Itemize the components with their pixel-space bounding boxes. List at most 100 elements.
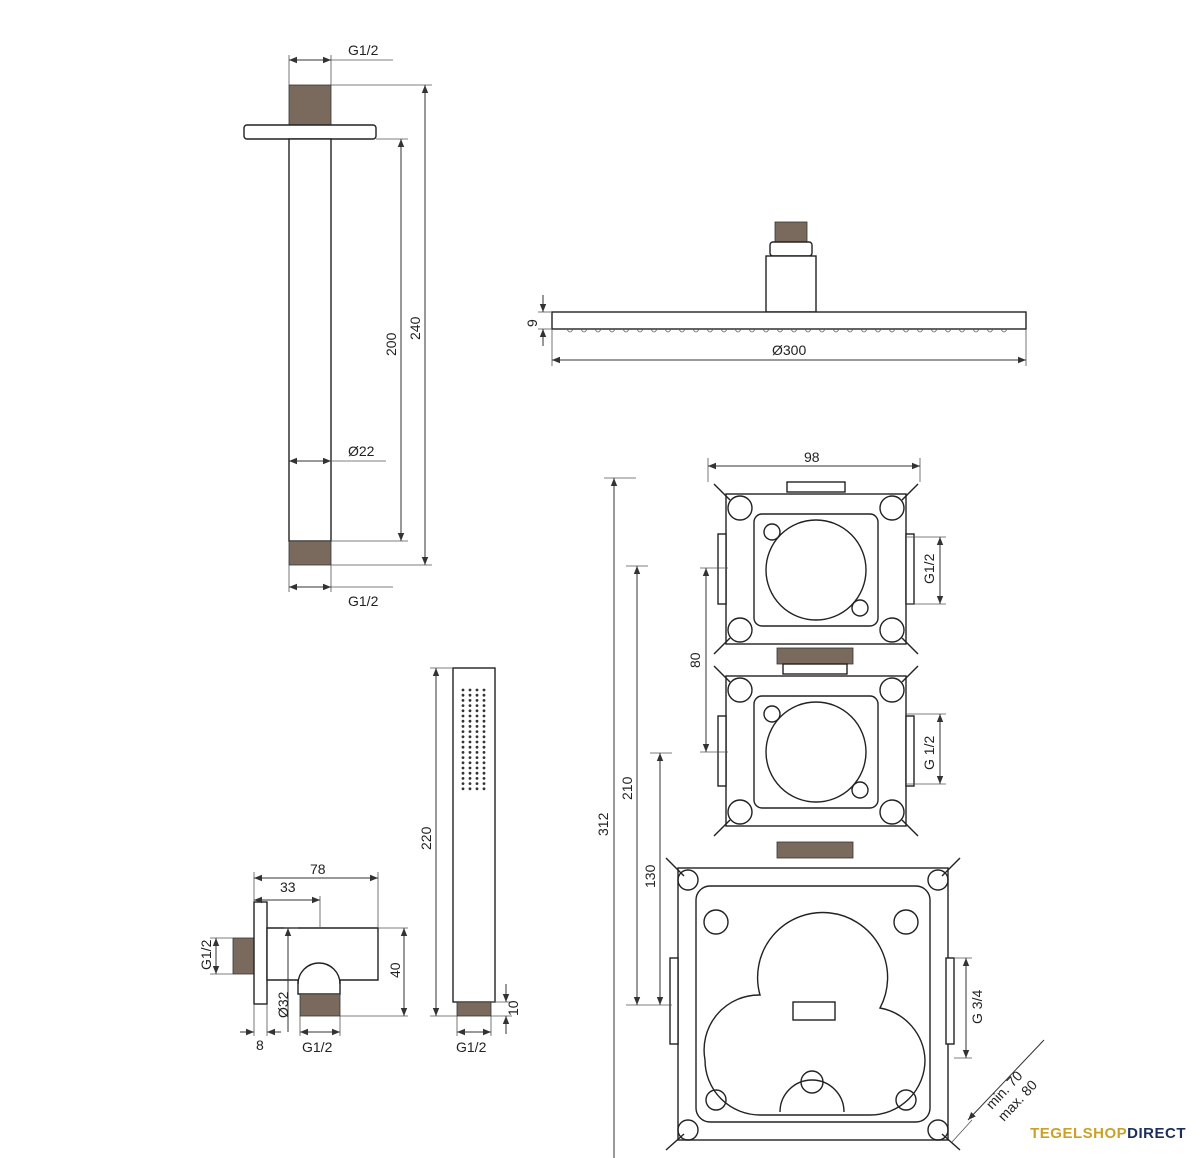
nozzle	[580, 328, 588, 333]
hand-shower	[452, 667, 496, 1017]
nozzle	[944, 328, 952, 333]
nozzle	[762, 328, 770, 333]
elbow-wall-plate	[253, 901, 268, 1005]
hand-nozzle	[468, 745, 472, 749]
hand-10-label: 10	[505, 1000, 521, 1016]
elbow-8-label: 8	[256, 1037, 264, 1053]
head-thick-label: 9	[524, 319, 540, 327]
hand-nozzle	[468, 699, 472, 702]
nozzle	[916, 328, 924, 333]
hand-nozzle	[468, 751, 472, 754]
hand-nozzle	[482, 777, 486, 780]
hand-nozzle	[461, 719, 465, 723]
valve-connector-top	[776, 481, 854, 859]
hand-nozzle	[482, 688, 486, 692]
nozzle	[776, 328, 784, 333]
hand-nozzle	[482, 714, 486, 718]
hand-nozzle	[461, 756, 465, 759]
brand-logo-part2: DIRECT	[1127, 1125, 1186, 1142]
hand-nozzle	[468, 761, 472, 765]
arm-dimensions: G1/2 200 240 Ø22 G1/2	[288, 42, 432, 609]
hand-nozzle	[482, 787, 486, 791]
hand-nozzle	[475, 699, 479, 702]
hand-nozzle	[461, 714, 465, 718]
hand-nozzle	[468, 787, 472, 791]
nozzle	[804, 328, 812, 333]
head-nozzles	[566, 328, 1008, 333]
hand-nozzle	[461, 688, 465, 692]
hand-nozzle	[475, 782, 479, 785]
arm-bottom-thread-label: G1/2	[348, 593, 379, 609]
brand-logo-part1: TEGELSHOP	[1030, 1125, 1128, 1142]
elbow-40-label: 40	[387, 962, 403, 978]
hand-nozzle	[475, 777, 479, 780]
nozzle	[622, 328, 630, 333]
hand-nozzle	[461, 782, 465, 785]
hand-thread-label: G1/2	[456, 1039, 487, 1055]
hand-nozzle	[461, 766, 465, 770]
hand-thread	[456, 1001, 492, 1017]
hand-nozzle	[461, 725, 465, 728]
hand-nozzle	[468, 725, 472, 728]
nozzle	[692, 328, 700, 333]
hand-nozzle	[475, 704, 479, 707]
nozzle	[986, 328, 994, 333]
arm-200-label: 200	[383, 332, 399, 356]
valve-width-label: 98	[804, 449, 820, 465]
nozzle	[594, 328, 602, 333]
hand-nozzle	[461, 745, 465, 749]
hand-nozzle	[475, 688, 479, 692]
valve-module-top	[713, 483, 919, 655]
hand-nozzle	[461, 740, 465, 744]
mixing-box	[665, 857, 961, 1151]
nozzle	[874, 328, 882, 333]
hand-nozzle	[461, 761, 465, 765]
arm-top-thread	[288, 84, 332, 126]
hand-nozzle	[475, 693, 479, 697]
hand-nozzle	[475, 719, 479, 723]
arm-dia-label: Ø22	[348, 443, 375, 459]
hand-nozzle	[475, 735, 479, 739]
hand-nozzle	[482, 761, 486, 765]
hand-nozzle	[468, 782, 472, 785]
hand-nozzle	[461, 704, 465, 707]
hand-nozzle	[468, 719, 472, 723]
valve-h-130-label: 130	[642, 864, 658, 888]
head-neck	[765, 255, 817, 313]
hand-nozzle	[475, 756, 479, 759]
head-neck-ring	[769, 241, 813, 257]
hand-nozzle	[482, 735, 486, 739]
hand-nozzle	[482, 782, 486, 785]
hand-nozzle	[475, 771, 479, 775]
elbow-dimensions: 78 33 G1/2 40 Ø32 8 G1/2	[198, 861, 408, 1055]
elbow-thread-bottom-label: G1/2	[302, 1039, 333, 1055]
nozzle	[902, 328, 910, 333]
nozzle	[832, 328, 840, 333]
hand-nozzle	[482, 704, 486, 707]
arm-bottom-thread	[288, 540, 332, 566]
nozzle	[608, 328, 616, 333]
elbow-33-label: 33	[280, 879, 296, 895]
nozzle	[860, 328, 868, 333]
hand-nozzle	[461, 709, 465, 713]
hand-nozzle	[482, 693, 486, 697]
brand-logo: TEGELSHOPDIRECT	[1030, 1125, 1186, 1142]
hand-nozzle	[461, 699, 465, 702]
hand-nozzle	[482, 756, 486, 759]
hand-nozzle	[475, 761, 479, 765]
box-thread-label: G 3/4	[969, 990, 985, 1024]
head-plate	[551, 311, 1027, 330]
valve-thread-2-label: G 1/2	[921, 736, 937, 770]
nozzle	[566, 328, 574, 333]
hand-nozzle	[468, 777, 472, 780]
hand-nozzle	[482, 740, 486, 744]
hand-220-label: 220	[418, 826, 434, 850]
hand-nozzle	[475, 730, 479, 733]
valve-h-210-label: 210	[619, 776, 635, 800]
head-dia-label: Ø300	[772, 342, 806, 358]
nozzle	[846, 328, 854, 333]
nozzle	[972, 328, 980, 333]
ceiling-arm	[243, 84, 377, 566]
hand-nozzle	[468, 709, 472, 713]
